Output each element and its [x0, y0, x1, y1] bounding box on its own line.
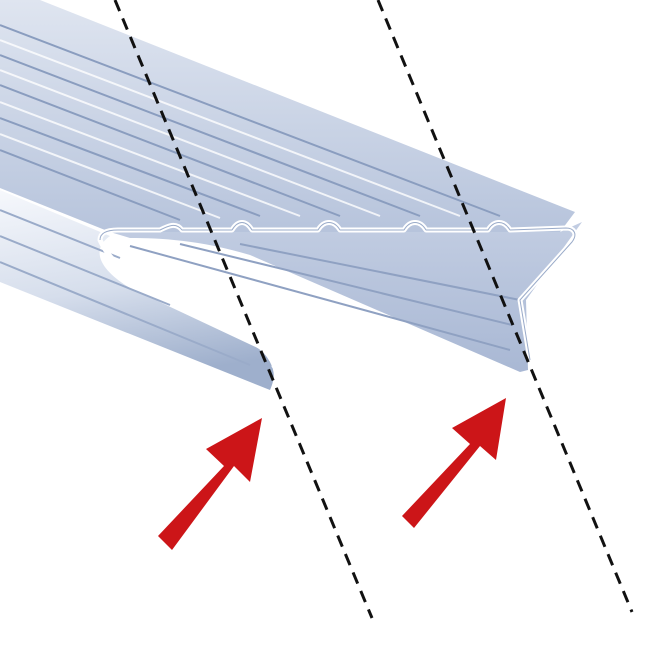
- arrow-icon-right: [402, 398, 506, 528]
- profile-cross-section-outline-shade: [99, 222, 576, 361]
- profile-rib-highlights: [0, 39, 461, 219]
- cut-line-left: [113, 0, 374, 619]
- profile-top-surface: [0, 0, 575, 232]
- profile-right-face: [110, 222, 582, 372]
- profile-lower-flange: [0, 190, 275, 390]
- arrow-icon-left: [158, 418, 262, 550]
- cut-line-right: [376, 0, 634, 613]
- profile-ribs: [0, 24, 501, 221]
- profile-right-lines: [129, 243, 521, 351]
- profile-flange-lines: [0, 209, 251, 366]
